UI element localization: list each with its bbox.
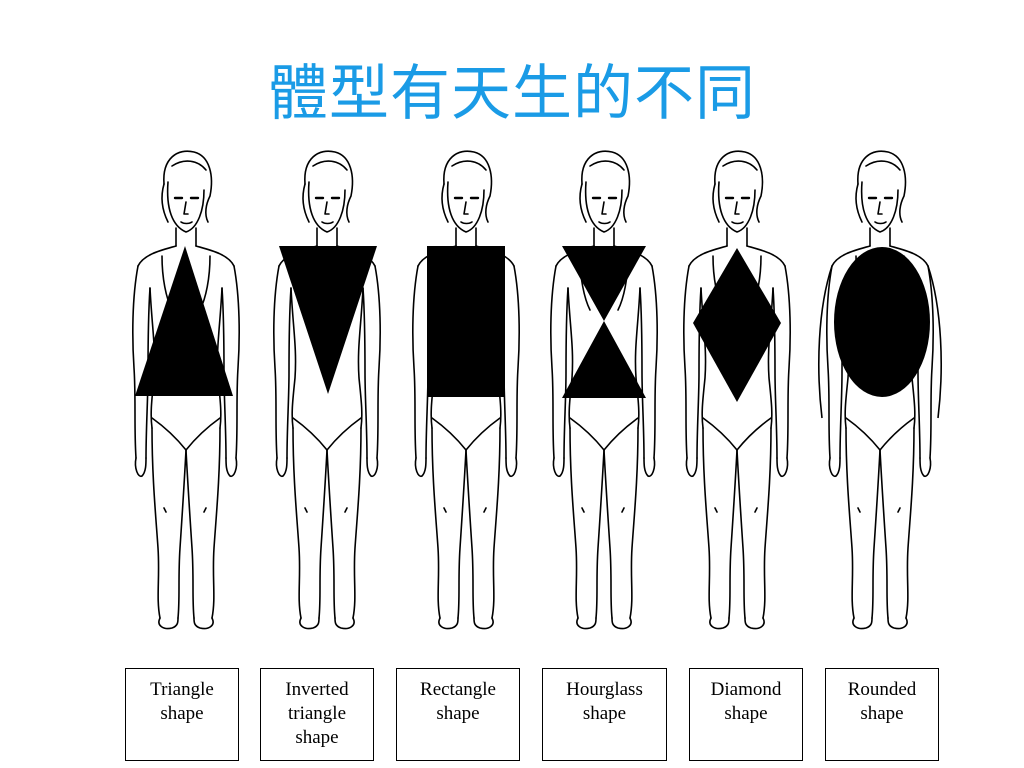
diamond-shape-mark	[693, 248, 781, 402]
label-hourglass: Hourglass shape	[542, 668, 667, 761]
figure-rounded	[818, 149, 942, 630]
label-rectangle: Rectangle shape	[396, 668, 520, 761]
label-triangle: Triangle shape	[125, 668, 239, 761]
label-rounded: Rounded shape	[825, 668, 939, 761]
rounded-shape-mark	[834, 247, 930, 397]
label-diamond: Diamond shape	[689, 668, 803, 761]
label-inverted-triangle: Inverted triangle shape	[260, 668, 374, 761]
triangle-shape-mark	[135, 246, 233, 396]
hourglass-shape-mark	[562, 246, 646, 398]
inverted-triangle-shape-mark	[279, 246, 377, 394]
rectangle-shape-mark	[427, 246, 505, 397]
slide-title: 體型有天生的不同	[268, 59, 756, 129]
